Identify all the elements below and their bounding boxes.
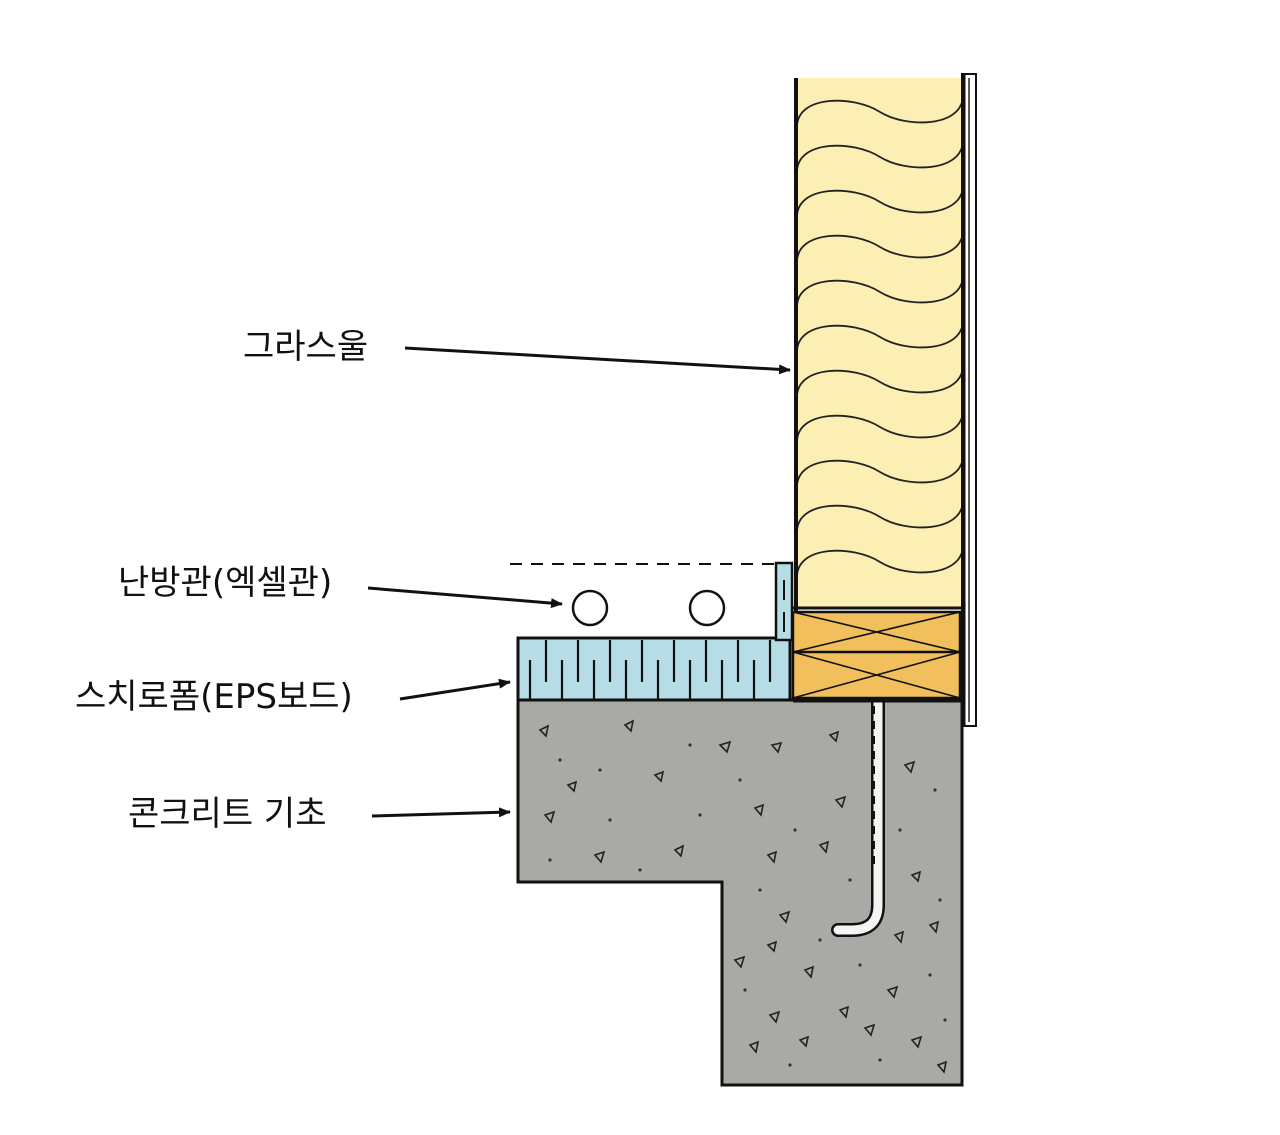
label-styrofoam: 스치로폼(EPS보드): [75, 677, 353, 717]
exterior-sheathing: [961, 73, 977, 727]
glass-wool-insulation: [793, 78, 963, 612]
concrete-speckle-pattern: [548, 743, 947, 1067]
glass-wool-arrow: [404, 346, 791, 375]
heating-pipe-2: [688, 589, 726, 627]
heating-pipe-1: [571, 589, 609, 627]
label-glass-wool: 그라스울: [243, 327, 369, 367]
concrete-foundation-arrow: [371, 807, 511, 818]
styrofoam-arrow: [399, 678, 511, 701]
label-heating-pipe: 난방관(엑셀관): [118, 563, 333, 603]
eps-board: [516, 561, 794, 702]
concrete-foundation: [516, 698, 964, 1087]
concrete-aggregate-pattern: [538, 719, 948, 1074]
heating-pipe-arrow: [367, 586, 563, 609]
sill-plate: [791, 610, 962, 703]
label-concrete-foundation: 콘크리트 기초: [128, 794, 327, 834]
